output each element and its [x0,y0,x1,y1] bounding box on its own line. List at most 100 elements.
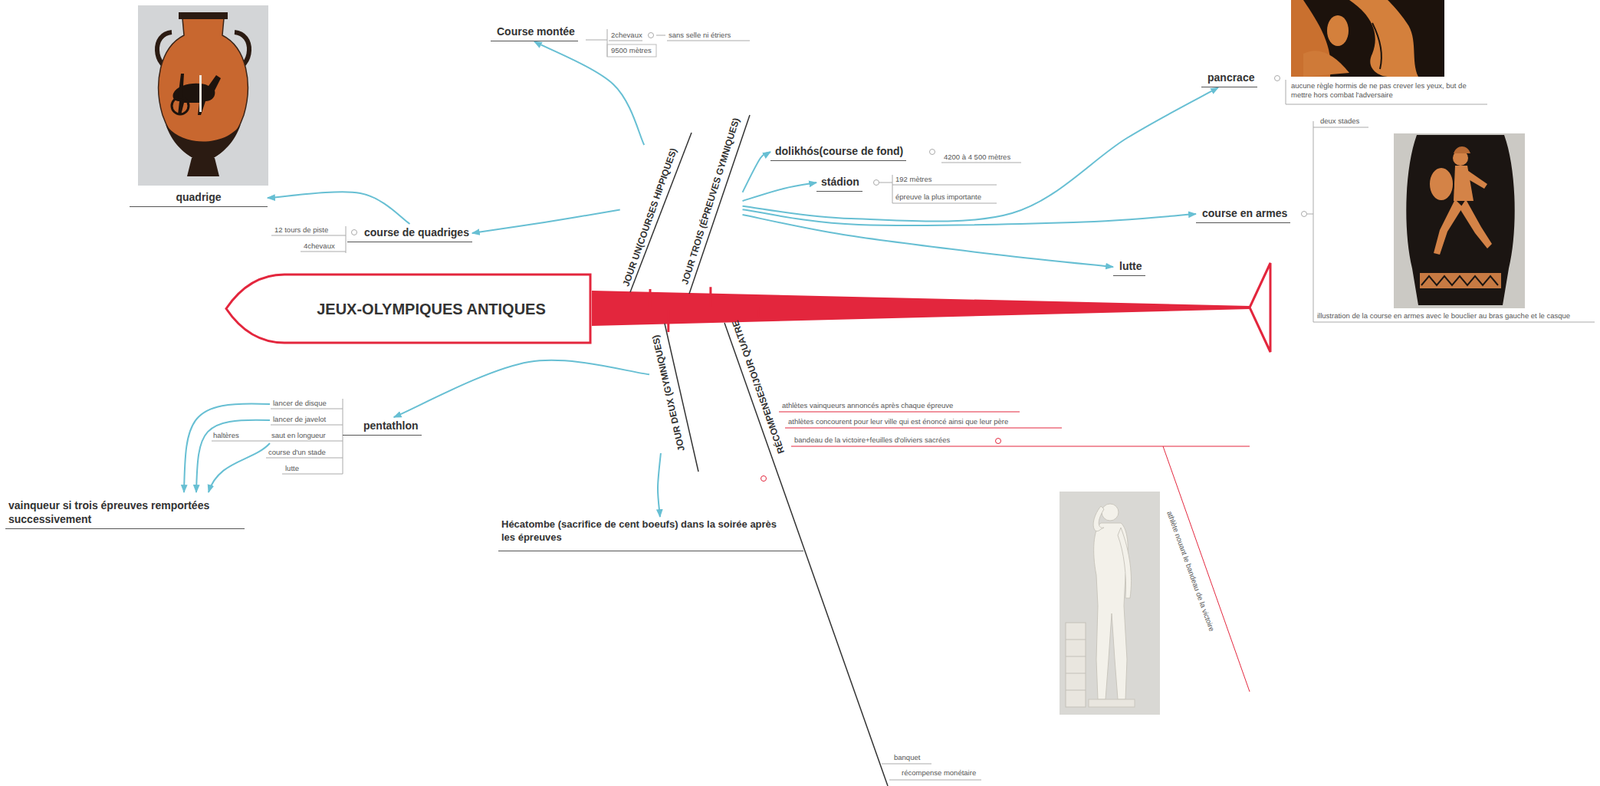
pancrace-figure [1349,0,1419,77]
topic-text: Hécatombe (sacrifice de cent boeufs) dan… [501,518,777,543]
attribute-label: récompense monétaire [901,768,976,778]
vase-body [1406,134,1515,306]
attribute-box [607,44,657,57]
connector [742,214,1114,267]
runner-body [1453,165,1474,201]
attribute-lines [211,398,343,474]
collapse-marker [873,180,880,186]
vase-handle [157,32,175,73]
attribute-lines [881,763,982,780]
leader-arrow [208,443,270,493]
runner-leg [1433,199,1463,255]
meander-band [1419,272,1502,289]
branch-label: JOUR TROIS (ÉPREUVES GYMNIQUES) [678,114,743,288]
connector [591,308,759,318]
attribute-lines [1285,79,1488,105]
attribute-lines [879,174,997,204]
topic: vainqueur si trois épreuves remportées s… [5,496,245,529]
topic-text: stádion [821,175,860,188]
topic-text: dolikhós(course de fond) [775,144,904,158]
runner-shield [1429,167,1454,201]
branch-label: JOUR UN(COURSES HIPPIQUES) [620,144,681,290]
topic-text: pentathlon [363,419,419,432]
pancrace-figure [1327,15,1349,46]
attribute-label: 4chevaux [303,241,336,251]
attribute-label: saut en longueur [271,430,326,441]
topic: pentathlon [342,417,422,436]
topic-text: course de quadriges [364,226,470,239]
topic-text: pancrace [1207,71,1255,84]
horse-figure [172,75,221,115]
attribute-label: illustration de la course en armes avec … [1317,311,1571,321]
connector [267,191,411,224]
topic: stádion [816,173,863,192]
vase-body [158,18,249,158]
attribute-lines [585,29,750,57]
vase-detail [199,75,202,112]
runner-arm [1465,170,1488,189]
attribute-lines [1307,121,1595,322]
attribute-label: haltères [213,430,240,441]
topic-text: JOUR TROIS (ÉPREUVES GYMNIQUES) [679,116,742,286]
attribute-label: lutte [285,463,299,474]
branch-line [724,322,888,786]
runner-leg [1459,199,1492,249]
topic-text: JOUR DEUX (GYMNIQUES) [649,333,687,452]
attribute-label: athlètes vainqueurs annoncés après chaqu… [781,400,953,411]
armed-race-photo [1393,133,1525,309]
topic-text: JOUR UN(COURSES HIPPIQUES) [620,146,679,288]
topic: Hécatombe (sacrifice de cent boeufs) dan… [498,516,804,552]
attribute-label: bandeau de la victoire+feuilles d'olivie… [794,435,950,445]
branch-line [630,132,692,293]
collapse-marker [995,438,1002,444]
runner-helmet [1453,146,1471,154]
chariot-wheel [171,97,189,115]
topic: dolikhós(course de fond) [770,142,907,161]
central-topic: JEUX-OLYMPIQUES ANTIQUES [224,272,592,345]
connector [591,308,669,333]
leader-arrow [183,403,270,493]
topic-text: vainqueur si trois épreuves remportées s… [8,499,210,526]
branch-label: RÉCOMPENSES/JOUR QUATRE [729,316,788,456]
pancrace-figure [1291,0,1331,77]
attribute-label: aucune règle hormis de ne pas crever les… [1291,81,1483,100]
connector [742,182,818,201]
attribute-label: 2chevaux [611,30,643,40]
statue-head [1101,503,1119,521]
collapse-marker [648,32,654,39]
topic-text: Course montée [496,25,575,38]
connector [742,151,772,193]
attribute-label: deux stades [1320,116,1360,126]
driver-figure [177,73,184,99]
topic: lutte [1113,257,1146,276]
pancrace-detail [1372,22,1382,69]
vase-handle [231,32,250,73]
attribute-label: lancer de disque [272,398,327,408]
vase-foot [187,157,220,177]
attribute-label: athlètes concourent pour leur ville qui … [788,417,1009,427]
topic-outline [226,274,591,343]
topic-text: JEUX-OLYMPIQUES ANTIQUES [316,298,546,319]
topic-text: quadrige [175,190,221,204]
statue-arm [1093,505,1104,532]
statue-pillar [1065,622,1086,707]
collapse-marker [1274,75,1281,82]
attribute-label: 12 tours de piste [274,225,329,235]
attribute-label: 4200 à 4 500 mètres [943,152,1011,162]
pillar-lines [1065,639,1086,690]
attribute-label: 9500 mètres [611,45,652,56]
spine [591,290,1250,326]
spine-tail [1249,262,1271,352]
vase-photo [137,5,269,186]
collapse-marker [351,229,358,236]
vase-band [165,124,241,158]
statue-base [1088,699,1135,707]
topic-text: lutte [1119,259,1143,273]
branch-label: JOUR DEUX (GYMNIQUES) [649,331,688,454]
topic: quadrige [129,188,268,207]
meander-pattern [1421,275,1499,286]
topic-text: course en armes [1202,206,1288,220]
attribute-label: 192 mètres [895,174,933,184]
leader-arrow [196,420,270,493]
